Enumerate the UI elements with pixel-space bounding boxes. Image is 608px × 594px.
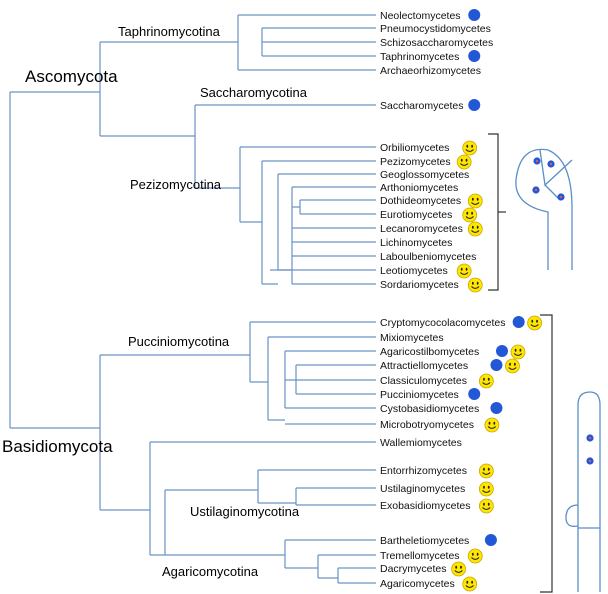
smiley-icon (456, 154, 472, 170)
ascus-cell-drawing (515, 148, 573, 270)
class-label: Attractiellomycetes (380, 360, 468, 372)
subphylum-label-agaricomycotina: Agaricomycotina (162, 564, 259, 579)
class-label: Orbiliomycetes (380, 142, 449, 154)
smiley-icon (510, 344, 526, 360)
smiley-icon (467, 193, 483, 209)
class-label: Sordariomycetes (380, 279, 459, 291)
class-label: Neolectomycetes (380, 10, 461, 22)
class-label: Bartheletiomycetes (380, 535, 469, 547)
blue-dot-icon (468, 50, 481, 62)
subphylum-label-taphrinomycotina: Taphrinomycotina (118, 24, 221, 39)
phylum-label-ascomycota: Ascomycota (25, 67, 118, 86)
class-label: Microbotryomycetes (380, 419, 474, 431)
subphylum-label-ustilaginomycotina: Ustilaginomycotina (190, 504, 300, 519)
class-label: Laboulbeniomycetes (380, 251, 476, 263)
class-label: Lichinomycetes (380, 237, 452, 249)
class-label: Wallemiomycetes (380, 437, 462, 449)
tree-branches (9, 14, 376, 584)
ascus-nuclei (532, 157, 565, 201)
blue-dot-icon (468, 99, 481, 111)
class-label: Pezizomycetes (380, 156, 451, 168)
smiley-icon (462, 576, 478, 592)
blue-dot-icon (468, 9, 481, 21)
blue-dot-icon (484, 534, 497, 546)
smiley-icon (462, 140, 478, 156)
bracket-lines (488, 133, 553, 593)
class-label: Lecanoromycetes (380, 223, 463, 235)
smiley-icon (527, 315, 543, 331)
smiley-icon (505, 358, 520, 374)
class-label: Dothideomycetes (380, 195, 461, 207)
class-label: Mixiomycetes (380, 332, 444, 344)
class-labels: NeolectomycetesPneumocystidomycetesSchiz… (380, 9, 543, 592)
class-label: Pucciniomycetes (380, 389, 459, 401)
class-label: Ustilaginomycetes (380, 483, 465, 495)
smiley-icon (478, 481, 494, 497)
class-label: Agaricomycetes (380, 578, 455, 590)
class-label: Cystobasidiomycetes (380, 403, 479, 415)
class-label: Pneumocystidomycetes (380, 23, 491, 35)
hypha-cell-drawing (565, 391, 601, 592)
subphylum-label-pezizomycotina: Pezizomycotina (130, 177, 222, 192)
class-label: Saccharomycetes (380, 100, 463, 112)
phylum-label-basidiomycota: Basidiomycota (2, 437, 113, 456)
subphylum-label-saccharomycotina: Saccharomycotina (200, 85, 308, 100)
blue-dot-icon (490, 402, 503, 414)
smiley-icon (484, 417, 500, 433)
smiley-icon (467, 548, 483, 564)
smiley-icon (478, 463, 494, 479)
blue-dot-icon (496, 345, 508, 357)
class-label: Leotiomycetes (380, 265, 448, 277)
smiley-icon (467, 221, 483, 237)
smiley-icon (456, 263, 472, 279)
class-label: Entorrhizomycetes (380, 465, 467, 477)
blue-dot-icon (512, 316, 525, 328)
smiley-icon (462, 207, 478, 223)
blue-dot-icon (468, 388, 481, 400)
class-label: Schizosaccharomycetes (380, 37, 493, 49)
class-label: Geoglossomycetes (380, 169, 469, 181)
class-label: Tremellomycetes (380, 550, 460, 562)
blue-dot-icon (490, 359, 503, 371)
class-label: Taphrinomycetes (380, 51, 459, 63)
class-label: Arthoniomycetes (380, 182, 458, 194)
hypha-nuclei (586, 434, 594, 465)
smiley-icon (478, 373, 494, 389)
class-label: Exobasidiomycetes (380, 500, 470, 512)
class-label: Cryptomycocolacomycetes (380, 317, 505, 329)
class-label: Archaeorhizomycetes (380, 65, 481, 77)
class-label: Classiculomycetes (380, 375, 467, 387)
smiley-icon (478, 498, 494, 514)
class-label: Dacrymycetes (380, 563, 447, 575)
subphylum-label-pucciniomycotina: Pucciniomycotina (128, 334, 230, 349)
class-label: Agaricostilbomycetes (380, 346, 479, 358)
smiley-icon (451, 561, 467, 577)
smiley-icon (467, 277, 483, 293)
class-label: Eurotiomycetes (380, 209, 452, 221)
